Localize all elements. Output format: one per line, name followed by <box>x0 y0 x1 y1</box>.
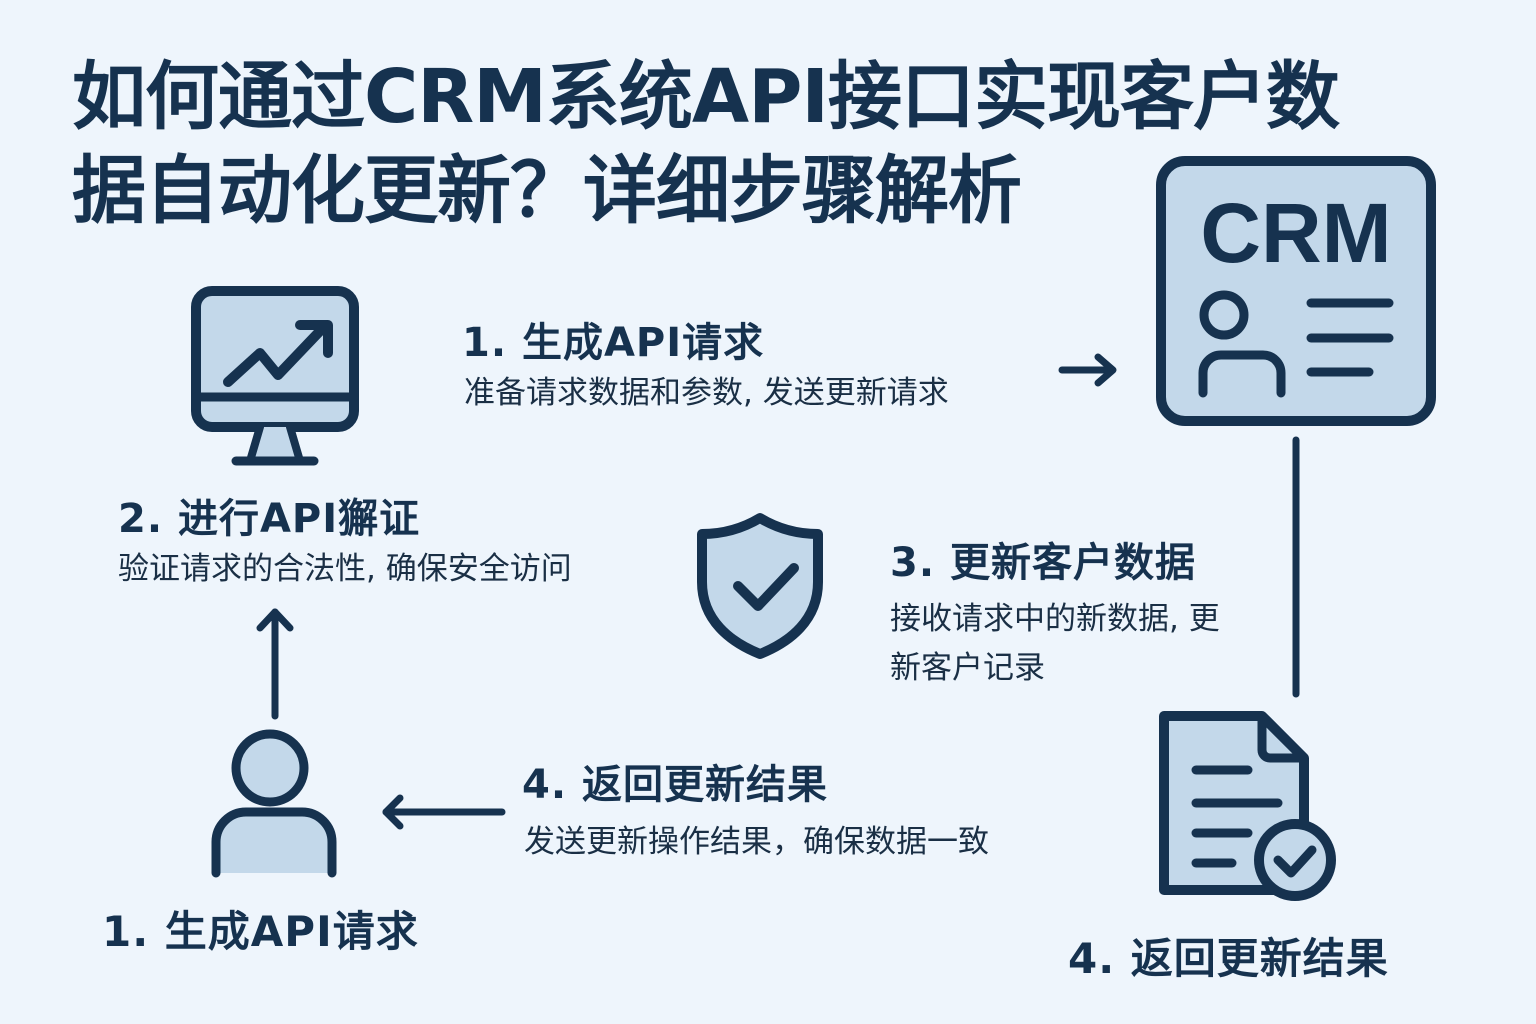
step2-description: 验证请求的合法性, 确保安全访问 <box>118 551 572 587</box>
shield-check-icon <box>697 513 823 659</box>
step4-description: 发送更新操作结果，确保数据一致 <box>524 824 989 860</box>
step1-title: 1. 生成API请求 <box>462 320 765 366</box>
step1-description: 准备请求数据和参数, 发送更新请求 <box>464 375 949 411</box>
step2-title: 2. 进行API獬证 <box>118 496 421 542</box>
document-check-icon <box>1159 711 1336 901</box>
title-line-1: 如何通过CRM系统API接口实现客户数 <box>72 54 1340 140</box>
connector-line-vertical <box>1292 436 1300 698</box>
page-title: 如何通过CRM系统API接口实现客户数 据自动化更新？详细步骤解析 <box>72 50 1472 238</box>
arrow-left-icon <box>382 794 506 830</box>
step3-title: 3. 更新客户数据 <box>890 540 1196 586</box>
crm-card-icon <box>1156 156 1436 426</box>
step3-description-line2: 新客户记录 <box>890 650 1045 686</box>
monitor-chart-icon <box>191 286 359 466</box>
arrow-up-icon <box>256 608 294 720</box>
user-icon <box>211 729 337 878</box>
arrow-right-icon <box>1058 353 1117 387</box>
title-line-2: 据自动化更新？详细步骤解析 <box>72 148 1022 234</box>
step3-description-line1: 接收请求中的新数据, 更 <box>890 601 1220 637</box>
document-label: 4. 返回更新结果 <box>1068 934 1389 983</box>
crm-system-icon: CRM <box>1155 155 1437 427</box>
user-label: 1. 生成API请求 <box>102 907 419 956</box>
crm-label: CRM <box>1200 186 1392 280</box>
step4-title: 4. 返回更新结果 <box>522 762 828 808</box>
